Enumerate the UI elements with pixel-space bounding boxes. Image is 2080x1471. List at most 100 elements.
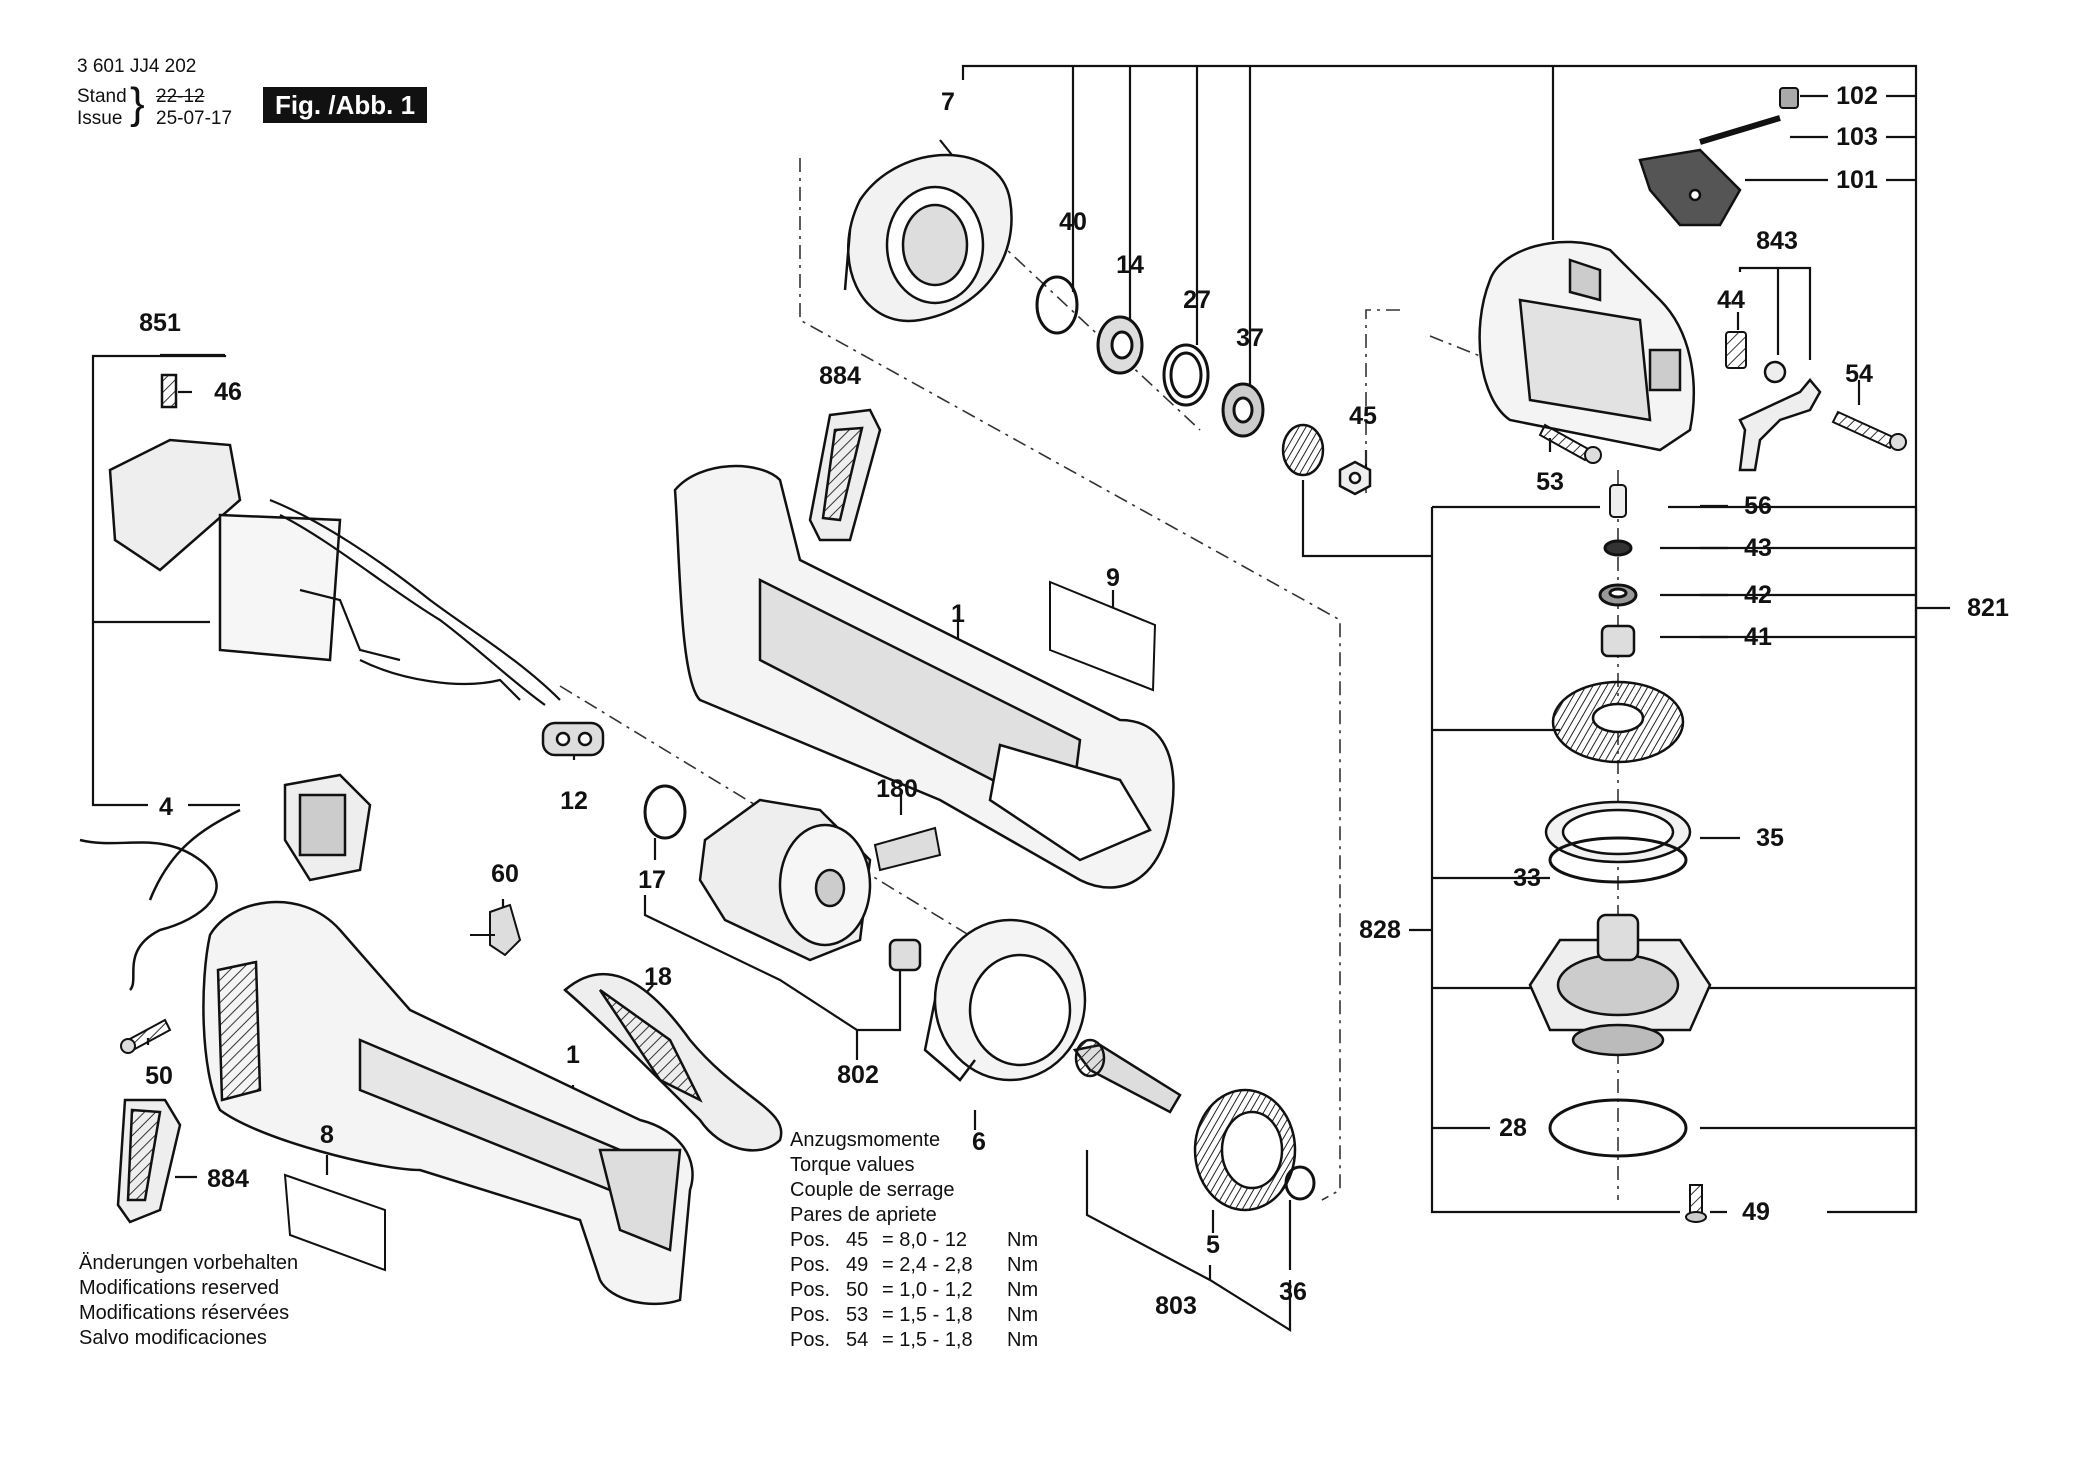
callout-851: 851 [139, 309, 181, 337]
callout-828: 828 [1359, 916, 1401, 944]
issue-label: Issue [77, 108, 123, 129]
callout-18: 18 [644, 963, 672, 991]
torque-value: = 1,5 - 1,8 [882, 1304, 973, 1326]
callout-50: 50 [145, 1062, 173, 1090]
callout-27: 27 [1183, 286, 1211, 314]
pin-103 [1699, 115, 1781, 145]
callout-42: 42 [1744, 581, 1772, 609]
callout-6: 6 [972, 1128, 986, 1156]
spindle-lock-button-101 [1638, 148, 1742, 227]
callout-43: 43 [1744, 534, 1772, 562]
document-number: 3 601 JJ4 202 [77, 56, 197, 77]
callout-14: 14 [1116, 251, 1144, 279]
callout-102: 102 [1836, 82, 1878, 110]
torque-value: = 1,0 - 1,2 [882, 1279, 973, 1301]
callout-40: 40 [1059, 208, 1087, 236]
washer-43 [1603, 539, 1633, 557]
o-ring-33 [1548, 836, 1688, 884]
torque-title-fr: Couple de serrage [790, 1179, 955, 1201]
note-fr: Modifications réservées [79, 1302, 290, 1324]
stand-value: 22-12 [156, 86, 205, 107]
callout-46: 46 [214, 378, 242, 406]
modifications-note: Änderungen vorbehalten Modifications res… [79, 1251, 298, 1351]
callout-12: 12 [560, 787, 588, 815]
label-8 [283, 1173, 386, 1272]
callout-37: 37 [1236, 324, 1264, 352]
nut-45 [1338, 460, 1372, 496]
callout-53: 53 [1536, 468, 1564, 496]
callout-884-bottom: 884 [207, 1165, 249, 1193]
guard-cover-7 [843, 153, 1013, 323]
spring-102 [1779, 87, 1799, 109]
callout-28: 28 [1499, 1114, 1527, 1142]
torque-unit: Nm [1007, 1279, 1039, 1301]
spring-44 [1725, 331, 1747, 369]
fan-baffle-6 [923, 918, 1087, 1082]
torque-value: = 8,0 - 12 [882, 1229, 968, 1251]
note-es: Salvo modificaciones [79, 1327, 267, 1349]
output-shaft-803 [1072, 1038, 1182, 1114]
battery-terminal-851 [108, 373, 342, 662]
callout-180: 180 [876, 775, 918, 803]
callout-17: 17 [638, 866, 666, 894]
callout-35: 35 [1756, 824, 1784, 852]
gear-head-housing [1478, 240, 1695, 452]
stand-label: Stand [77, 86, 127, 107]
pinion-gear [1281, 423, 1325, 477]
callout-802: 802 [837, 1061, 879, 1089]
o-ring-28 [1548, 1098, 1688, 1158]
vent-cover-884-bottom [116, 1098, 182, 1224]
wiring-harness [269, 498, 561, 706]
callout-4: 4 [159, 793, 173, 821]
torque-unit: Nm [1007, 1329, 1039, 1351]
torque-unit: Nm [1007, 1254, 1039, 1276]
torque-pos: Pos. [790, 1279, 831, 1301]
screw-49 [1685, 1184, 1707, 1223]
screw-53 [1538, 423, 1602, 464]
pin-56 [1609, 484, 1627, 518]
torque-row: Pos. 45 = 8,0 - 12 Nm [790, 1228, 1038, 1253]
label-9 [1049, 580, 1157, 692]
torque-title-es: Pares de apriete [790, 1204, 937, 1226]
callout-56: 56 [1744, 492, 1772, 520]
motor-coupling [888, 938, 922, 972]
callout-103: 103 [1836, 123, 1878, 151]
torque-unit: Nm [1007, 1229, 1039, 1251]
handle-cover-18 [563, 972, 783, 1152]
bearing-42 [1598, 583, 1638, 607]
seal-37 [1221, 382, 1265, 438]
torque-item: 54 [846, 1329, 869, 1351]
torque-unit: Nm [1007, 1304, 1039, 1326]
ring-17 [643, 784, 687, 840]
torque-value: = 2,4 - 2,8 [882, 1254, 973, 1276]
bearing-14 [1096, 315, 1144, 375]
callout-45: 45 [1349, 402, 1377, 430]
callout-821: 821 [1967, 594, 2009, 622]
torque-item: 45 [846, 1229, 869, 1251]
callout-9: 9 [1106, 564, 1120, 592]
callout-884-top: 884 [819, 362, 861, 390]
ring-27 [1162, 343, 1210, 407]
callout-41: 41 [1744, 623, 1772, 651]
callout-54: 54 [1845, 360, 1873, 388]
bevel-gear [1551, 680, 1685, 764]
leader-lines [91, 64, 1950, 1332]
part-callouts: 7 40 14 27 37 45 102 103 101 843 44 54 5… [139, 82, 2009, 1320]
callout-803: 803 [1155, 1292, 1197, 1320]
motor-802 [698, 798, 872, 962]
screw-50 [120, 1018, 172, 1054]
torque-values-table: Anzugsmomente Torque values Couple de se… [790, 1128, 1038, 1353]
torque-pos: Pos. [790, 1229, 831, 1251]
callout-1-top: 1 [951, 600, 965, 628]
figure-label: Fig. /Abb. 1 [263, 87, 427, 123]
torque-item: 49 [846, 1254, 869, 1276]
callout-60: 60 [491, 860, 519, 888]
callout-44: 44 [1717, 286, 1745, 314]
callout-843: 843 [1756, 227, 1798, 255]
ring-36 [1284, 1165, 1316, 1201]
